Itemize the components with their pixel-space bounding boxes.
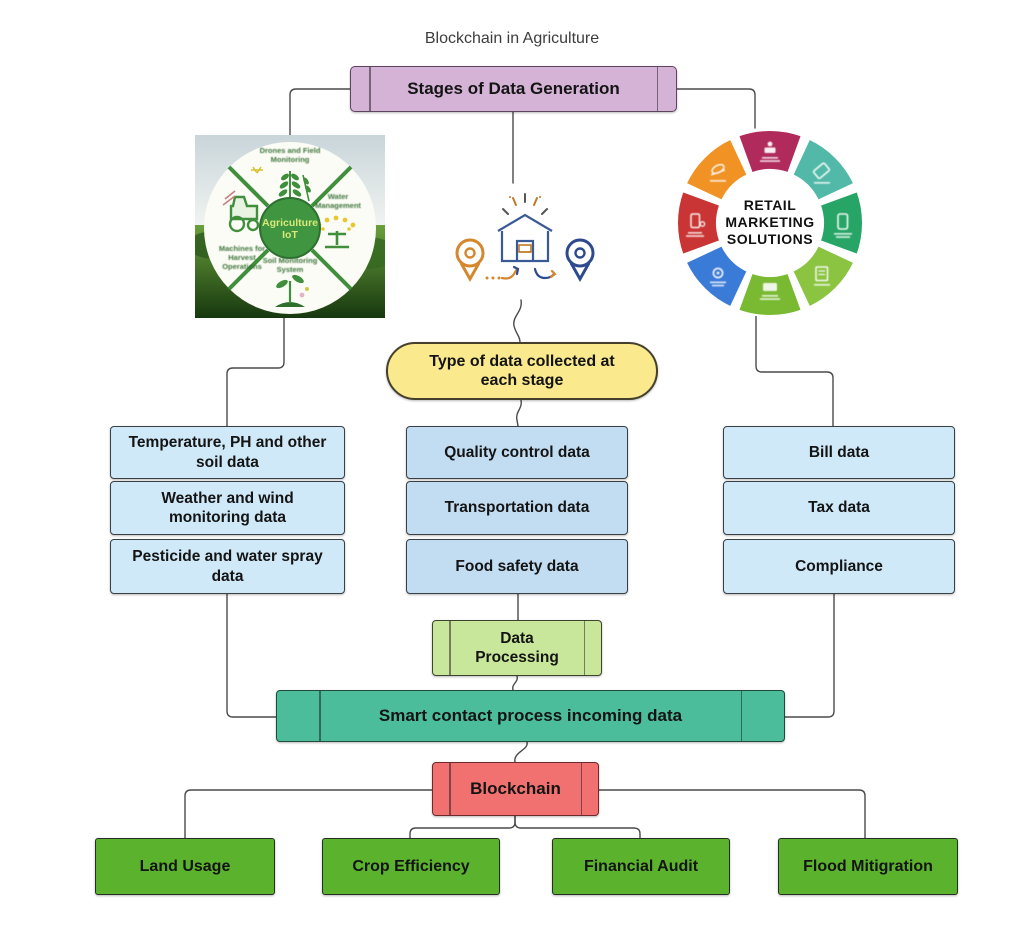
output-label: Financial Audit (583, 857, 699, 875)
svg-text:Operations: Operations (222, 262, 262, 271)
retail-data-label-1: Bill data (808, 443, 870, 461)
logistics-image (455, 193, 595, 283)
divider (580, 763, 582, 815)
type-of-data-label: Type of data collected at each stage (429, 352, 615, 389)
retail-data-box-3: Compliance (723, 539, 955, 594)
farm-data-box-3: Pesticide and water spray data (110, 539, 345, 594)
retail-marketing-wheel-image: RETAIL MARKETING SOLUTIONS (676, 129, 864, 317)
farm-data-box-1: Temperature, PH and other soil data (110, 426, 345, 479)
output-label: Flood Mitigration (803, 857, 933, 875)
svg-text:IoT: IoT (282, 229, 298, 241)
page-title: Blockchain in Agriculture (424, 30, 600, 47)
divider (656, 67, 658, 111)
retail-data-box-2: Tax data (723, 481, 955, 535)
svg-text:SOLUTIONS: SOLUTIONS (727, 231, 813, 247)
farm-data-label-1: Temperature, PH and other soil data (128, 434, 327, 471)
segment-icon (710, 163, 726, 182)
blockchain-box: Blockchain (432, 762, 599, 816)
farm-data-label-3: Pesticide and water spray data (132, 548, 323, 585)
wheel-center (718, 171, 822, 275)
svg-text:Management: Management (315, 201, 361, 210)
svg-text:Machines for: Machines for (219, 244, 265, 253)
blockchain-label: Blockchain (470, 779, 561, 798)
divider (369, 67, 371, 111)
location-pin-destination-icon (565, 238, 595, 283)
wheel-center (259, 197, 321, 259)
sprinkler-icon (325, 231, 349, 249)
segment-icon (812, 162, 831, 184)
wheel-center-label: RETAIL MARKETING SOLUTIONS (725, 197, 814, 247)
segment-icon (760, 283, 780, 300)
svg-text:Monitoring: Monitoring (271, 155, 310, 164)
retail-data-box-1: Bill data (723, 426, 955, 479)
farm-data-box-2: Weather and wind monitoring data (110, 481, 345, 535)
wheat-icon (278, 171, 311, 205)
supply-data-box-2: Transportation data (406, 481, 628, 535)
output-label: Crop Efficiency (352, 857, 470, 875)
output-box-financial-audit: Financial Audit (552, 838, 730, 895)
svg-text:RETAIL: RETAIL (744, 197, 797, 213)
segment-icon (760, 141, 780, 162)
divider (740, 691, 742, 741)
svg-text:MARKETING: MARKETING (725, 214, 814, 230)
wheel-segments (676, 129, 864, 317)
retail-data-label-2: Tax data (808, 499, 870, 517)
warehouse-icon (497, 213, 553, 263)
svg-text:Soil Monitoring: Soil Monitoring (263, 256, 318, 265)
route-arrows-icon (485, 265, 557, 280)
divider (583, 621, 585, 675)
stages-of-data-generation-box: Stages of Data Generation (350, 66, 677, 112)
smart-contract-label: Smart contact process incoming data (378, 706, 683, 725)
smart-contract-box: Smart contact process incoming data (276, 690, 785, 742)
supply-data-label-1: Quality control data (444, 443, 590, 461)
svg-text:Agriculture: Agriculture (262, 217, 318, 229)
data-processing-label: Data Processing (475, 629, 559, 666)
agriculture-iot-image: Drones and Field Monitoring Water Manage… (195, 135, 385, 318)
output-box-flood-mitigration: Flood Mitigration (778, 838, 958, 895)
tractor-icon (222, 190, 260, 233)
output-label: Land Usage (139, 857, 231, 875)
rays-icon (502, 193, 548, 215)
segment-icons (686, 141, 852, 300)
supply-data-box-3: Food safety data (406, 539, 628, 594)
supply-data-label-2: Transportation data (444, 499, 590, 517)
retail-data-label-3: Compliance (795, 557, 883, 575)
supply-data-box-1: Quality control data (406, 426, 628, 479)
segment-icon (686, 213, 706, 237)
svg-text:Drones and Field: Drones and Field (260, 146, 321, 155)
divider (449, 763, 451, 815)
type-of-data-oval: Type of data collected at each stage (386, 342, 658, 400)
svg-text:System: System (277, 265, 304, 274)
segment-icon (710, 267, 726, 287)
output-box-crop-efficiency: Crop Efficiency (322, 838, 500, 895)
seedling-icon (275, 274, 309, 307)
drone-icon (251, 166, 263, 174)
wheel-center-label: Agriculture IoT (262, 217, 318, 241)
location-pin-origin-icon (455, 238, 485, 283)
segment-icon (814, 266, 830, 286)
supply-data-label-3: Food safety data (455, 557, 579, 575)
divider (449, 621, 451, 675)
segment-icon (834, 213, 852, 238)
svg-text:Water: Water (328, 192, 349, 201)
quadrant-labels: Drones and Field Monitoring Water Manage… (219, 146, 362, 274)
divider (319, 691, 321, 741)
data-processing-box: Data Processing (432, 620, 602, 676)
farm-data-label-2: Weather and wind monitoring data (161, 489, 294, 526)
svg-text:Harvest: Harvest (228, 253, 256, 262)
output-box-land-usage: Land Usage (95, 838, 275, 895)
quadrant-dividers (227, 165, 353, 291)
stages-label: Stages of Data Generation (407, 79, 620, 98)
